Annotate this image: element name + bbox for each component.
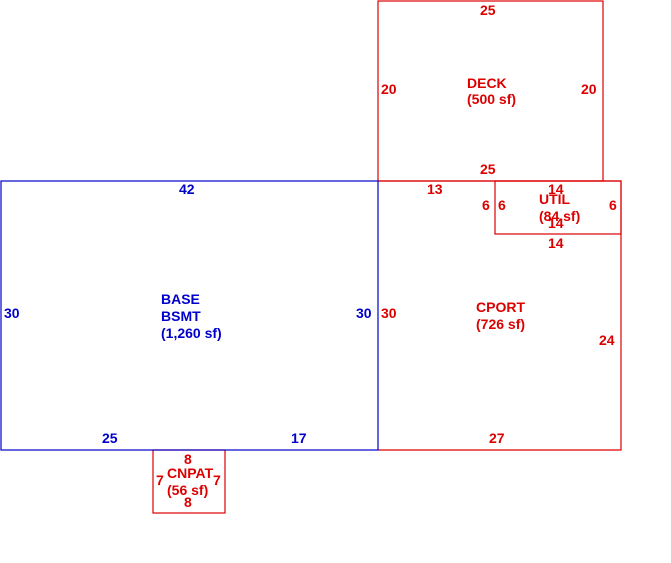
base-name-line2: BSMT: [161, 308, 201, 324]
base-name-line1: BASE: [161, 291, 200, 307]
base-outline: [0, 180, 379, 451]
cnpat-name: CNPAT: [167, 465, 214, 481]
util-outline: [494, 180, 622, 235]
cport-dim-top: 13: [427, 181, 443, 197]
util-dim-right: 6: [609, 197, 617, 213]
base-dim-left: 30: [4, 305, 20, 321]
cnpat-dim-right: 7: [213, 472, 221, 488]
deck-dim-bottom: 25: [480, 161, 496, 177]
util-dim-bottom-outer: 14: [548, 235, 564, 251]
deck-dim-left: 20: [381, 81, 397, 97]
base-dim-bottom-right: 17: [291, 430, 307, 446]
cport-dim-bottom: 27: [489, 430, 505, 446]
util-area: (84 sf): [539, 208, 580, 224]
cnpat-dim-top: 8: [184, 451, 192, 467]
deck-dim-top: 25: [480, 2, 496, 18]
cnpat-dim-bottom: 8: [184, 494, 192, 510]
cport-dim-right: 24: [599, 332, 615, 348]
cport-name: CPORT: [476, 299, 525, 315]
cport-dim-notch: 6: [482, 197, 490, 213]
cnpat-area: (56 sf): [167, 482, 208, 498]
util-dim-top: 14: [548, 181, 564, 197]
util-dim-bottom-inner: 14: [548, 215, 564, 231]
cport-area: (726 sf): [476, 316, 525, 332]
util-name: UTIL: [539, 191, 571, 207]
base-dim-bottom-left: 25: [102, 430, 118, 446]
base-dim-top: 42: [179, 181, 195, 197]
deck-dim-right: 20: [581, 81, 597, 97]
cnpat-dim-left: 7: [156, 472, 164, 488]
base-area: (1,260 sf): [161, 325, 222, 341]
cport-dim-left: 30: [381, 305, 397, 321]
util-dim-left: 6: [498, 197, 506, 213]
deck-area: (500 sf): [467, 91, 516, 107]
base-dim-right: 30: [356, 305, 372, 321]
deck-name: DECK: [467, 75, 507, 91]
